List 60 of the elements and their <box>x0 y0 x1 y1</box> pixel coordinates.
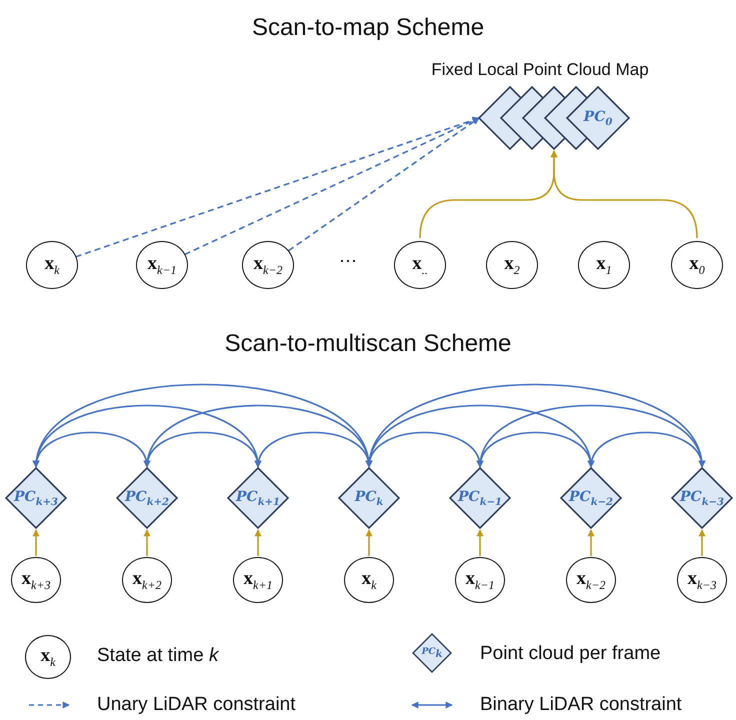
state-circle <box>136 241 188 289</box>
ellipsis: ⋯ <box>338 250 358 272</box>
arrow <box>144 529 150 556</box>
state-circle <box>578 241 630 289</box>
arrow <box>698 529 706 556</box>
map-title: Fixed Local Point Cloud Map <box>430 60 650 80</box>
legend-label: Unary LiDAR constraint <box>97 694 296 716</box>
point-cloud-label: PC$_{k−1}$ <box>458 488 502 508</box>
state-circle <box>394 241 446 289</box>
point-cloud-label: PC$_{k−3}$ <box>680 488 724 508</box>
state-circle <box>242 241 294 289</box>
curved-arrow <box>367 384 704 468</box>
state-circle <box>26 241 78 289</box>
arrow <box>476 529 484 556</box>
arrow <box>588 529 594 556</box>
state-label: x$_{0}$ <box>689 252 705 278</box>
brace-arrow <box>550 150 698 238</box>
section-heading: Scan-to-multiscan Scheme <box>224 330 512 358</box>
state-circle <box>486 241 538 289</box>
dashed-arrow <box>288 117 480 252</box>
curved-arrow <box>34 384 371 468</box>
point-cloud-label: PC$_{k−2}$ <box>569 488 613 508</box>
point-cloud-label: PC$_{k+3}$ <box>14 488 58 508</box>
state-label: x$_{k+1}$ <box>244 568 272 592</box>
section-heading: Scan-to-map Scheme <box>250 14 486 42</box>
state-circle <box>677 557 727 603</box>
state-label: x$_{k−3}$ <box>688 568 716 592</box>
legend-sample-label: x$_{k}$ <box>40 644 56 670</box>
state-label: x$_{k−2}$ <box>254 252 282 278</box>
curved-arrow <box>588 432 704 468</box>
legend-label: State at time k <box>97 645 218 667</box>
state-label: x$_{k−1}$ <box>148 252 176 278</box>
arrow <box>32 529 40 556</box>
state-label: x$_{k+2}$ <box>132 568 162 592</box>
state-label: x$_{k−1}$ <box>466 568 494 592</box>
state-label: x$_{2}$ <box>504 252 520 278</box>
state-label: x$_{..}$ <box>412 252 428 278</box>
point-cloud-label: PC$_{k+1}$ <box>236 488 280 508</box>
legend-label: Point cloud per frame <box>480 643 661 665</box>
state-label: x$_{k+3}$ <box>22 568 50 592</box>
state-label: x$_{k}$ <box>44 252 60 278</box>
curved-arrow <box>256 432 372 468</box>
arrow <box>366 529 372 556</box>
point-cloud-label: PC$_{k}$ <box>354 488 384 508</box>
state-label: x$_{k−2}$ <box>576 568 606 592</box>
point-cloud-label: PC$_{0}$ <box>584 108 612 128</box>
state-circle <box>122 557 172 603</box>
state-circle <box>671 241 723 289</box>
state-circle <box>233 557 283 603</box>
state-circle <box>11 557 61 603</box>
point-cloud-label: PC$_{k+2}$ <box>125 488 169 508</box>
state-circle <box>455 557 505 603</box>
legend-label: Binary LiDAR constraint <box>480 694 682 716</box>
curved-arrow <box>145 404 371 468</box>
state-label: x$_{k}$ <box>362 568 376 592</box>
state-circle <box>566 557 616 603</box>
arrow <box>254 529 262 556</box>
state-circle <box>344 557 394 603</box>
curved-arrow <box>478 404 704 468</box>
state-label: x$_{1}$ <box>596 252 612 278</box>
